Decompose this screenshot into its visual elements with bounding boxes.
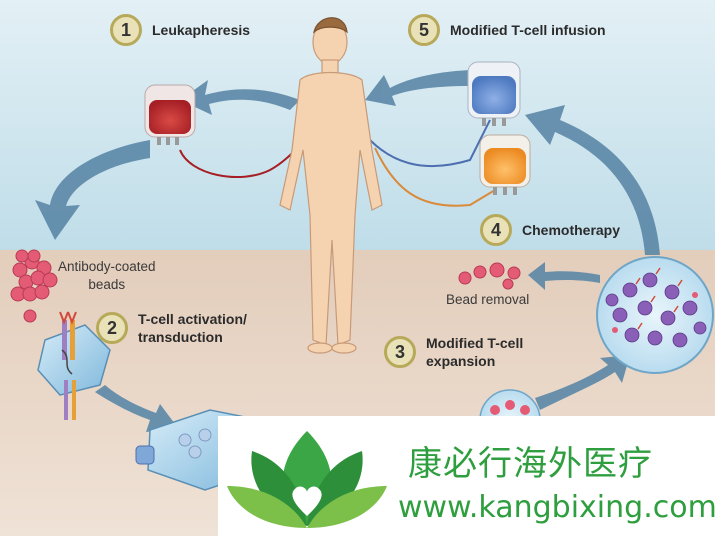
step-2-label: T-cell activation/ transduction [138,310,247,346]
beads-label: Antibody-coated beads [58,258,156,294]
step-1-label: Leukapheresis [152,21,250,39]
step-3-badge: 3 [384,336,416,368]
step-2: 2 T-cell activation/ transduction [96,310,247,346]
step-5: 5 Modified T-cell infusion [408,14,606,46]
lotus-logo [222,416,392,536]
bead-removal-label: Bead removal [446,291,529,309]
step-4-badge: 4 [480,214,512,246]
step-4: 4 Chemotherapy [480,214,620,246]
step-1-badge: 1 [110,14,142,46]
t-cell-expansion-circle [597,257,713,373]
step-2-badge: 2 [96,312,128,344]
chemotherapy-bag [480,135,530,195]
step-1: 1 Leukapheresis [110,14,250,46]
step-5-label: Modified T-cell infusion [450,21,606,39]
watermark-banner: 康必行海外医疗 www.kangbixing.com [218,416,715,536]
step-3: 3 Modified T-cell expansion [384,334,523,370]
watermark-url[interactable]: www.kangbixing.com [398,490,715,525]
modified-t-cell-bag [468,62,520,126]
step-5-badge: 5 [408,14,440,46]
step-3-label: Modified T-cell expansion [426,334,523,370]
step-4-label: Chemotherapy [522,221,620,239]
watermark-chinese-name: 康必行海外医疗 [408,436,653,485]
blood-bag [145,85,195,145]
